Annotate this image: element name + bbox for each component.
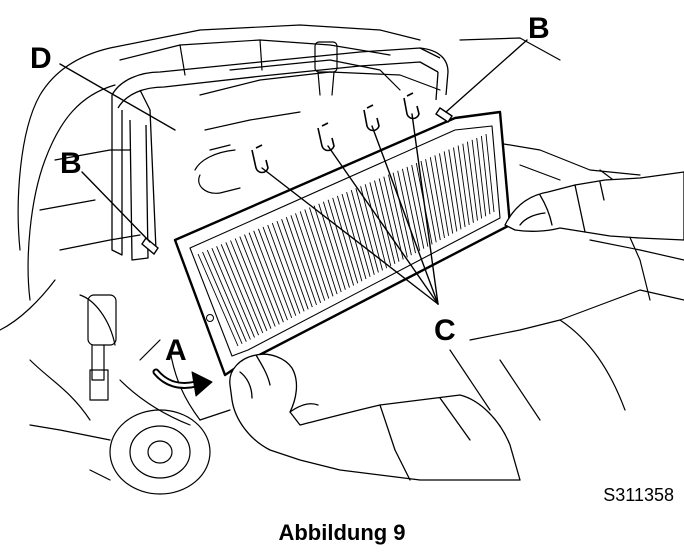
- filter-pleat: [285, 217, 317, 306]
- figure-caption: Abbildung 9: [278, 520, 406, 545]
- leader-c-4: [411, 113, 439, 305]
- leader-d: [59, 63, 176, 131]
- filter-pleat: [322, 201, 350, 288]
- filter-pleat: [253, 230, 288, 321]
- filter-pleat: [262, 226, 297, 316]
- tab-b-top: [435, 107, 453, 123]
- filter-pleat: [336, 195, 363, 282]
- filter-pleat: [401, 168, 421, 251]
- hand-left: [229, 353, 521, 481]
- filter-pleat: [425, 159, 441, 241]
- leader-b-top: [445, 39, 528, 113]
- filter-pleat: [350, 189, 375, 275]
- filter-pleat: [290, 215, 322, 303]
- filter-pleat: [397, 170, 416, 254]
- filter-pleat: [271, 222, 305, 312]
- reference-code: S311358: [603, 485, 674, 505]
- leader-lines: [59, 39, 528, 305]
- filter-pleat: [364, 184, 388, 269]
- filter-pleat: [457, 145, 470, 226]
- filter-pleat: [439, 153, 454, 234]
- callout-c: C: [434, 314, 456, 347]
- filter-pleat: [392, 172, 412, 256]
- filter-cover-d: [111, 47, 449, 261]
- filter-pleat: [327, 199, 355, 286]
- filter-pleat: [476, 137, 487, 217]
- leader-c-2: [327, 145, 439, 305]
- filter-pleat: [234, 238, 272, 329]
- filter-pleat: [244, 234, 280, 325]
- filter-pleat: [267, 224, 301, 314]
- filter-pleat: [383, 176, 404, 260]
- filter-pleat: [295, 213, 326, 301]
- filter-pleats: [197, 133, 495, 347]
- filter-pleat: [429, 157, 445, 238]
- filter-pleat: [225, 242, 264, 334]
- filter-pleat: [374, 180, 396, 265]
- filter-pleat: [211, 248, 251, 340]
- tab-b-left: [141, 236, 159, 256]
- filter-pleat: [355, 188, 379, 273]
- leader-c-1: [261, 167, 439, 305]
- filter-pleat: [346, 191, 371, 277]
- hook-1: [251, 144, 269, 174]
- filter-pleat: [369, 182, 392, 267]
- hook-2: [317, 122, 335, 152]
- retaining-hooks-c: [251, 92, 420, 174]
- rotation-arrow-a: [152, 368, 213, 397]
- filter-pleat: [406, 166, 425, 249]
- filter-pleat: [434, 155, 450, 236]
- filter-pleat: [220, 244, 260, 336]
- filter-pleat: [281, 219, 313, 308]
- filter-pleat: [411, 164, 429, 247]
- callout-b-top: B: [528, 12, 550, 45]
- leader-c-3: [371, 125, 439, 305]
- callout-b-left: B: [60, 147, 82, 180]
- filter-pleat: [471, 139, 483, 219]
- filter-pleat: [448, 149, 462, 230]
- filter-pleat: [299, 211, 330, 299]
- filter-pleat: [248, 232, 284, 323]
- filter-pleat: [309, 207, 338, 295]
- filter-pleat: [443, 151, 458, 232]
- filter-mount-hole: [206, 314, 214, 322]
- filter-inner-frame: [189, 125, 501, 357]
- filter-pleat: [360, 186, 383, 271]
- callout-a: A: [165, 334, 187, 367]
- filter-pleat: [239, 236, 276, 327]
- filter-pleat: [462, 143, 474, 223]
- filter-pleat: [257, 228, 293, 319]
- filter-pleat: [420, 161, 437, 243]
- filter-pleat: [304, 209, 334, 297]
- filter-pleat: [318, 203, 346, 290]
- filter-pleat: [197, 253, 239, 347]
- filter-pleat: [485, 133, 495, 213]
- filter-pleat: [378, 178, 400, 262]
- callout-d: D: [30, 42, 52, 75]
- filter-pleat: [202, 251, 243, 344]
- locking-tabs-b: [141, 107, 453, 256]
- filter-pleat: [466, 141, 478, 221]
- hand-right: [504, 171, 684, 241]
- filter-pleat: [313, 205, 342, 293]
- filter-pleat: [216, 246, 255, 338]
- leader-b-left: [81, 171, 151, 243]
- filter-pleat: [230, 240, 268, 332]
- filter-pleat: [453, 147, 466, 228]
- hook-3: [363, 104, 380, 132]
- filter-pleat: [388, 174, 408, 258]
- filter-pleat: [206, 249, 247, 342]
- cabin-filter: [173, 110, 512, 377]
- filter-pleat: [276, 220, 309, 310]
- filter-pleat: [480, 135, 491, 215]
- filter-pleat: [332, 197, 359, 284]
- filter-pleat: [341, 193, 367, 280]
